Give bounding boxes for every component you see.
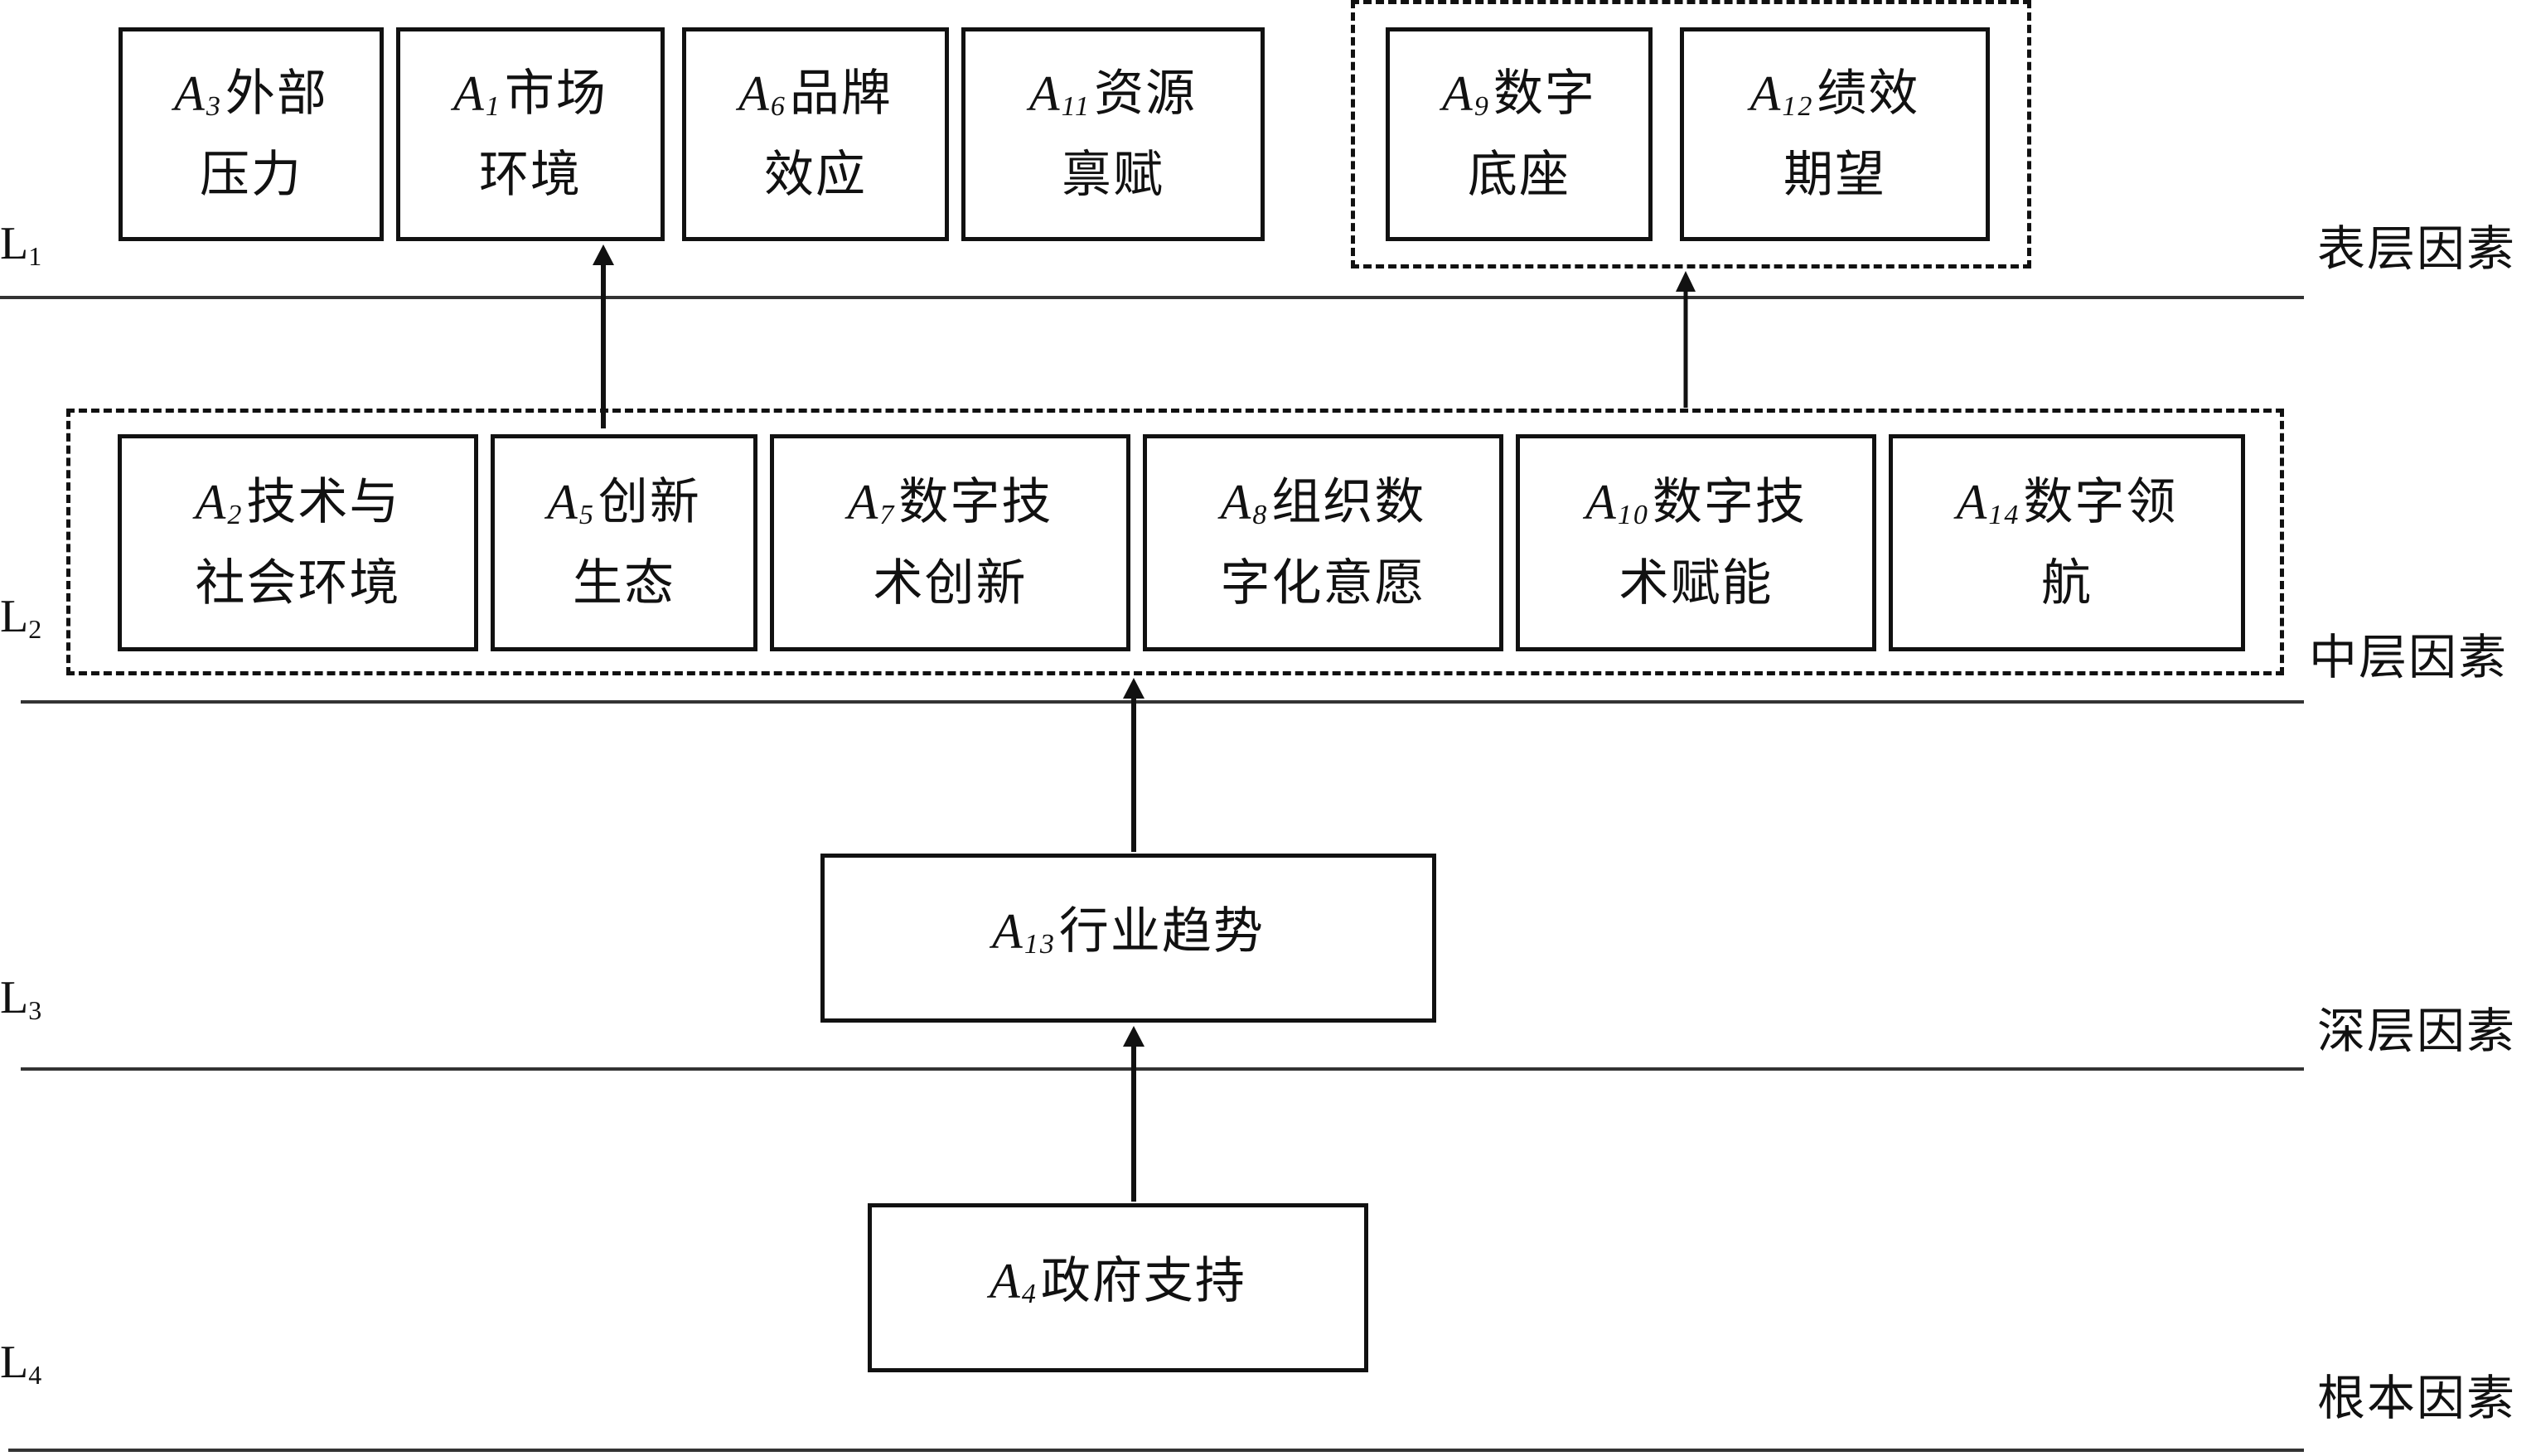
level-divider-l4 [8,1449,2304,1452]
factor-label-line1: 组织数 [1271,473,1426,531]
factor-var: A11 [1028,66,1091,122]
factor-box-A6: A6品牌效应 [682,27,949,241]
factor-var: A9 [1442,66,1490,122]
layer-name-deep: 深层因素 [2317,1003,2517,1059]
level-label-l4: L4 [0,1337,42,1390]
factor-var: A4 [990,1254,1038,1309]
factor-label-line2: 术赋能 [1619,554,1774,612]
level-label-l1: L1 [0,218,42,271]
factor-box-A12: A12绩效期望 [1680,27,1990,241]
factor-label-line2: 底座 [1468,146,1570,204]
factor-box-A8: A8组织数字化意愿 [1143,434,1503,651]
factor-box-A11: A11资源禀赋 [961,27,1265,241]
factor-box-A14: A14数字领航 [1889,434,2245,651]
factor-label-line2: 环境 [479,146,582,204]
factor-label-line1: 资源 [1094,65,1198,123]
level-divider-l3 [21,1067,2304,1071]
factor-label-line1: 外部 [225,65,328,123]
factor-var: A7 [847,475,896,530]
factor-var: A6 [738,66,786,122]
factor-var: A10 [1585,475,1649,530]
factor-label-line2: 压力 [200,146,302,204]
factor-box-A3: A3外部压力 [119,27,384,241]
factor-var: A12 [1749,66,1814,122]
level-divider-l1 [0,296,2304,299]
layer-name-surface: 表层因素 [2317,220,2517,277]
factor-label-line2: 期望 [1783,146,1886,204]
factor-label-line1: 创新 [598,473,701,531]
factor-var: A5 [547,475,595,530]
factor-label-line1: 市场 [504,65,607,123]
level-label-l2: L2 [0,591,42,644]
arrowhead-a4-to-a13 [1123,1026,1145,1047]
dashed-group-l2 [66,409,2284,675]
factor-box-A9: A9数字底座 [1386,27,1653,241]
layer-name-fundamental: 根本因素 [2317,1370,2517,1426]
factor-label-line2: 社会环境 [195,554,401,612]
factor-label-line1: 技术与 [246,473,401,531]
factor-box-A13: A13行业趋势 [820,854,1436,1023]
factor-label-line2: 航 [2041,554,2093,612]
factor-label-line1: 品牌 [789,65,893,123]
factor-label-line1: 行业趋势 [1058,902,1265,960]
factor-var: A8 [1220,475,1269,530]
factor-box-A5: A5创新生态 [491,434,757,651]
level-label-l3: L3 [0,972,42,1025]
factor-label-line1: 政府支持 [1040,1252,1246,1310]
factor-box-A2: A2技术与社会环境 [118,434,478,651]
arrowhead-a13-to-group-l2 [1123,678,1145,699]
factor-label-line2: 字化意愿 [1220,554,1426,612]
dashed-group-l1 [1351,0,2031,268]
factor-box-A10: A10数字技术赋能 [1516,434,1876,651]
level-divider-l2 [21,700,2304,704]
factor-label-line2: 生态 [573,554,675,612]
factor-var: A13 [992,904,1056,960]
arrowhead-a5-to-a1 [593,244,614,265]
factor-box-A7: A7数字技术创新 [770,434,1130,651]
layer-name-middle: 中层因素 [2309,629,2509,685]
factor-label-line1: 数字技 [1652,473,1807,531]
factor-label-line1: 数字 [1493,65,1596,123]
factor-label-line2: 效应 [764,146,867,204]
factor-box-A1: A1市场环境 [396,27,665,241]
factor-box-A4: A4政府支持 [868,1203,1368,1372]
factor-var: A2 [195,475,244,530]
factor-label-line2: 术创新 [873,554,1028,612]
factor-label-line1: 绩效 [1817,65,1920,123]
factor-var: A3 [174,66,222,122]
factor-var: A1 [453,66,501,122]
factor-label-line2: 禀赋 [1061,146,1164,204]
factor-label-line1: 数字领 [2023,473,2178,531]
factor-label-line1: 数字技 [898,473,1053,531]
factor-var: A14 [1956,475,2020,530]
arrowhead-group-l2-to-group-l1 [1676,271,1696,292]
